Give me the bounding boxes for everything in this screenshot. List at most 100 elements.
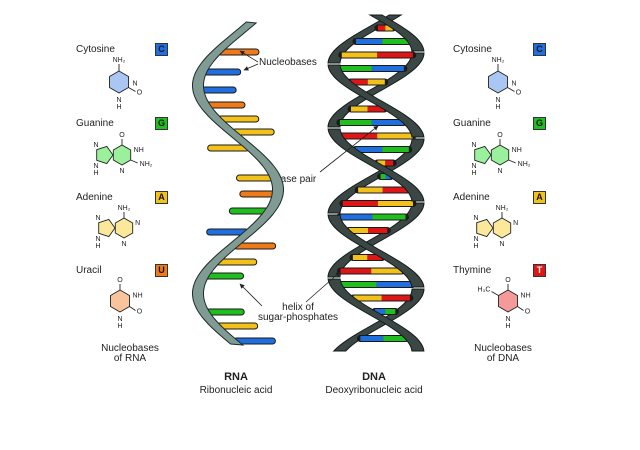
rna-guanine-molecule-nh2-bond bbox=[130, 159, 138, 164]
rna-guanine-molecule-nh2: NH₂ bbox=[140, 161, 153, 168]
dna-thymine-molecule-nh: NH bbox=[521, 293, 531, 300]
dna-back-strand bbox=[327, 14, 425, 352]
dna-thymine-molecule-o-top: O bbox=[505, 277, 511, 284]
dna-guanine-molecule-n9: N bbox=[471, 163, 476, 170]
dna-adenine-molecule-nh2: NH₂ bbox=[496, 205, 509, 212]
rna-uracil-molecule-o-bot-bond bbox=[129, 306, 136, 311]
dna-cytosine-molecule-nh2: NH₂ bbox=[492, 57, 505, 64]
dna-adenine-molecule-h9: H bbox=[473, 243, 478, 250]
dna-adenine-molecule-n9: N bbox=[473, 236, 478, 243]
dna-base-label-cytosine: Cytosine bbox=[453, 44, 492, 55]
dna-cytosine-molecule-h: H bbox=[495, 104, 500, 111]
rna-cytosine-molecule-nh2: NH₂ bbox=[113, 57, 126, 64]
rna-base-label-guanine: Guanine bbox=[76, 118, 114, 129]
rna-adenine-molecule-ring6 bbox=[114, 217, 134, 239]
nucleobases-callout-label: Nucleobases bbox=[259, 57, 317, 68]
rna-adenine-molecule-h9: H bbox=[95, 243, 100, 250]
rna-adenine-molecule-ring5 bbox=[98, 218, 116, 238]
dna-bases-caption-line1: Nucleobases bbox=[474, 343, 532, 354]
rna-bases-caption-line1: Nucleobases bbox=[101, 343, 159, 354]
rna-adenine-molecule-n7: N bbox=[95, 215, 100, 222]
rna-badge-u: U bbox=[155, 264, 168, 277]
rna-cytosine-molecule-o-bond bbox=[128, 87, 136, 92]
dna-base-pairs bbox=[335, 24, 417, 342]
rna-title: RNA bbox=[224, 371, 248, 383]
dna-guanine-molecule-o: O bbox=[497, 132, 503, 139]
rna-guanine-molecule-n9: N bbox=[93, 163, 98, 170]
rna-guanine-molecule-o: O bbox=[119, 132, 125, 139]
rna-guanine-molecule-h9: H bbox=[93, 170, 98, 177]
dna-base-label-thymine: Thymine bbox=[453, 265, 492, 276]
dna-strand2-front-seg-0 bbox=[327, 64, 425, 138]
helix-callout-label-line2: sugar-phosphates bbox=[257, 312, 339, 323]
dna-badge-a: A bbox=[533, 191, 546, 204]
dna-thymine-molecule-n1: N bbox=[505, 316, 510, 323]
rna-base-label-uracil: Uracil bbox=[76, 265, 102, 276]
rna-strand bbox=[192, 21, 284, 346]
dna-strand2-back-seg-0 bbox=[327, 14, 403, 64]
dna-thymine-molecule-ch3-bond bbox=[491, 291, 499, 296]
base-pair-arrow bbox=[319, 125, 379, 173]
rna-uracil-molecule-o-bot: O bbox=[137, 309, 143, 316]
dna-guanine-molecule-nh2-bond bbox=[508, 159, 516, 164]
dna-title: DNA bbox=[362, 371, 386, 383]
rna-guanine-molecule-ring6 bbox=[112, 144, 132, 166]
rna-subtitle: Ribonucleic acid bbox=[199, 385, 273, 396]
rna-adenine-molecule-n1: N bbox=[135, 220, 140, 227]
dna-cytosine-molecule-n3: N bbox=[512, 81, 517, 88]
dna-strand1-back-seg-1 bbox=[327, 202, 425, 278]
rna-adenine-molecule-n9: N bbox=[95, 236, 100, 243]
rna-guanine-molecule-n3: N bbox=[119, 168, 124, 175]
dna-guanine-molecule-nh2: NH₂ bbox=[518, 161, 531, 168]
dna-adenine-molecule-ring6 bbox=[492, 217, 512, 239]
dna-thymine-molecule-o-bot: O bbox=[525, 309, 531, 316]
rna-badge-g: G bbox=[155, 117, 168, 130]
rna-base-label-cytosine: Cytosine bbox=[76, 44, 115, 55]
dna-adenine-molecule-ring5 bbox=[476, 218, 494, 238]
rna-adenine-molecule-n3: N bbox=[121, 241, 126, 248]
dna-adenine-molecule-n7: N bbox=[473, 215, 478, 222]
dna-base-label-adenine: Adenine bbox=[453, 192, 490, 203]
dna-guanine-molecule-h9: H bbox=[471, 170, 476, 177]
rna-cytosine-molecule-h: H bbox=[116, 104, 121, 111]
dna-badge-t: T bbox=[533, 264, 546, 277]
rna-guanine-molecule-ring5 bbox=[96, 145, 114, 165]
rna-bases-caption-line2: of RNA bbox=[113, 353, 147, 364]
dna-adenine-molecule-n3: N bbox=[499, 241, 504, 248]
rna-badge-a: A bbox=[155, 191, 168, 204]
dna-thymine-molecule-ch3: H₃C bbox=[478, 287, 491, 294]
nucleobases-arrow-1 bbox=[239, 50, 259, 63]
rna-guanine-molecule-n7: N bbox=[93, 142, 98, 149]
dna-guanine-molecule-ring5 bbox=[474, 145, 492, 165]
rna-uracil-molecule-n1: N bbox=[117, 316, 122, 323]
rna-uracil-molecule-ring bbox=[110, 289, 130, 313]
rna-uracil-molecule-h: H bbox=[117, 323, 122, 330]
rna-guanine-molecule-nh: NH bbox=[134, 147, 144, 154]
base-pair-callout-label: Base pair bbox=[274, 174, 317, 185]
rna-badge-c: C bbox=[155, 43, 168, 56]
dna-guanine-molecule-n3: N bbox=[497, 168, 502, 175]
dna-badge-c: C bbox=[533, 43, 546, 56]
rna-backbone-ribbon bbox=[192, 21, 284, 346]
nucleobases-arrow-2 bbox=[243, 63, 259, 71]
rna-adenine-molecule-nh2: NH₂ bbox=[118, 205, 131, 212]
dna-strand1-front-seg-1 bbox=[327, 128, 425, 202]
rna-cytosine-molecule-o: O bbox=[137, 90, 143, 97]
dna-cytosine-molecule-n1: N bbox=[495, 97, 500, 104]
rna-base-label-adenine: Adenine bbox=[76, 192, 113, 203]
dna-thymine-molecule-ring bbox=[498, 289, 518, 313]
dna-guanine-molecule-nh: NH bbox=[512, 147, 522, 154]
rna-cytosine-molecule-n3: N bbox=[133, 81, 138, 88]
dna-bases-caption-line2: of DNA bbox=[486, 353, 520, 364]
helix-callout-label-line1: helix of bbox=[282, 302, 314, 313]
rna-nucleobases bbox=[198, 48, 278, 345]
dna-strand1-back-seg-0 bbox=[327, 52, 425, 128]
rna-cytosine-molecule-n1: N bbox=[116, 97, 121, 104]
dna-badge-g: G bbox=[533, 117, 546, 130]
dna-base-label-guanine: Guanine bbox=[453, 118, 491, 129]
dna-thymine-molecule-o-bot-bond bbox=[517, 306, 524, 311]
rna-cytosine-molecule-ring bbox=[109, 70, 129, 94]
helix-arrow-dna bbox=[305, 271, 341, 303]
